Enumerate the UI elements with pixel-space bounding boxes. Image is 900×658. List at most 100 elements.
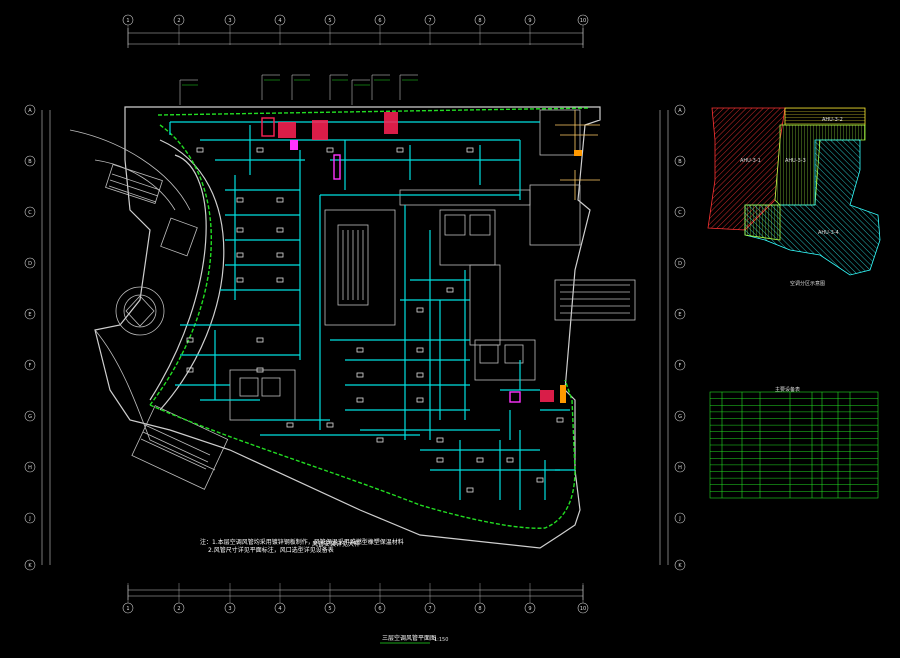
diffuser: [536, 477, 544, 483]
row-label: C: [28, 210, 32, 216]
column-bubble: 6: [374, 583, 386, 614]
column-label: 3: [228, 18, 231, 24]
column-bubble: 6: [374, 14, 386, 45]
row-bubble: G: [24, 410, 36, 422]
diffuser: [276, 227, 284, 233]
diffuser: [236, 277, 244, 283]
row-bubble: H: [24, 461, 36, 473]
column-bubble: 10: [577, 14, 589, 45]
note-line-2: 2.风管尺寸详见平面标注，风口选型详见设备表: [208, 546, 334, 554]
row-bubble: H: [674, 461, 686, 473]
annotation-tag: [351, 79, 370, 105]
diffuser: [236, 197, 244, 203]
diffuser: [416, 307, 424, 313]
row-label: G: [28, 414, 32, 420]
bottom-dimension-line: [127, 585, 584, 600]
diffuser: [276, 197, 284, 203]
row-label: K: [678, 563, 682, 569]
diffuser: [356, 347, 364, 353]
diffuser: [416, 347, 424, 353]
row-bubble: A: [24, 104, 36, 116]
diffuser: [416, 397, 424, 403]
row-label: H: [28, 465, 32, 471]
row-label: J: [28, 516, 30, 522]
equipment-table: [709, 391, 879, 499]
column-label: 1: [126, 18, 129, 24]
column-label: 7: [428, 18, 431, 24]
column-label: 10: [580, 606, 586, 612]
row-bubble: D: [674, 257, 686, 269]
row-bubble: K: [674, 559, 686, 571]
row-label: B: [678, 159, 682, 165]
column-bubble: 3: [224, 14, 236, 45]
row-label: J: [678, 516, 680, 522]
column-bubble: 4: [274, 583, 286, 614]
annotation-tag: [261, 74, 280, 100]
column-bubble: 5: [324, 14, 336, 45]
diffuser: [256, 367, 264, 373]
zoning-key-plan: AHU-3-1 AHU-3-2 AHU-3-3 AHU-3-4 空调分区示意图: [707, 107, 881, 287]
diffuser: [356, 372, 364, 378]
column-label: 4: [278, 606, 281, 612]
column-label: 3: [228, 606, 231, 612]
column-label: 1: [126, 606, 129, 612]
diffuser: [326, 422, 334, 428]
column-label: 9: [528, 606, 531, 612]
diffuser: [436, 457, 444, 463]
zone-label-3: AHU-3-3: [785, 158, 806, 164]
perimeter-outline: [149, 107, 591, 529]
diffuser: [476, 457, 484, 463]
column-label: 5: [328, 18, 331, 24]
column-bubble: 5: [324, 583, 336, 614]
diffuser: [436, 437, 444, 443]
row-bubble: F: [674, 359, 686, 371]
row-label: D: [678, 261, 682, 267]
column-label: 10: [580, 18, 586, 24]
column-label: 6: [378, 606, 381, 612]
row-bubble: E: [674, 308, 686, 320]
annotation-tag: [291, 74, 310, 100]
zone-label-1: AHU-3-1: [740, 158, 761, 164]
diffuser: [256, 147, 264, 153]
column-bubble: 3: [224, 583, 236, 614]
note-line-1: 注：1.本层空调风管均采用镀锌钢板制作，风管保温采用难燃型橡塑保温材料: [200, 538, 404, 546]
column-bubble: 2: [173, 14, 185, 45]
right-row-bubbles: A B C D E F G H J K: [674, 104, 686, 571]
diffuser: [196, 147, 204, 153]
row-bubble: F: [24, 359, 36, 371]
column-bubble: 9: [524, 583, 536, 614]
note-right: 风管安装详见大样: [312, 540, 360, 548]
drawing-scale: 1:150: [434, 637, 448, 643]
row-bubble: E: [24, 308, 36, 320]
column-label: 2: [177, 18, 180, 24]
column-bubble: 7: [424, 14, 436, 45]
diffuser: [396, 147, 404, 153]
diffuser: [186, 367, 194, 373]
row-label: F: [29, 363, 32, 369]
diffuser: [276, 252, 284, 258]
diffuser: [236, 227, 244, 233]
diffuser: [286, 422, 294, 428]
diffuser: [446, 287, 454, 293]
column-bubble: 8: [474, 14, 486, 45]
row-bubble: G: [674, 410, 686, 422]
row-bubble: C: [24, 206, 36, 218]
column-bubble: 1: [122, 583, 134, 614]
row-label: K: [28, 563, 32, 569]
column-label: 8: [478, 606, 481, 612]
row-label: C: [678, 210, 682, 216]
column-label: 8: [478, 18, 481, 24]
diffuser: [556, 417, 564, 423]
top-dimension-line: [127, 28, 584, 48]
row-label: B: [28, 159, 32, 165]
column-bubble: 7: [424, 583, 436, 614]
diffuser: [326, 147, 334, 153]
ahu-units: [261, 112, 582, 403]
row-label: A: [678, 108, 682, 114]
right-dimension-line: [659, 110, 669, 565]
row-label: F: [679, 363, 682, 369]
